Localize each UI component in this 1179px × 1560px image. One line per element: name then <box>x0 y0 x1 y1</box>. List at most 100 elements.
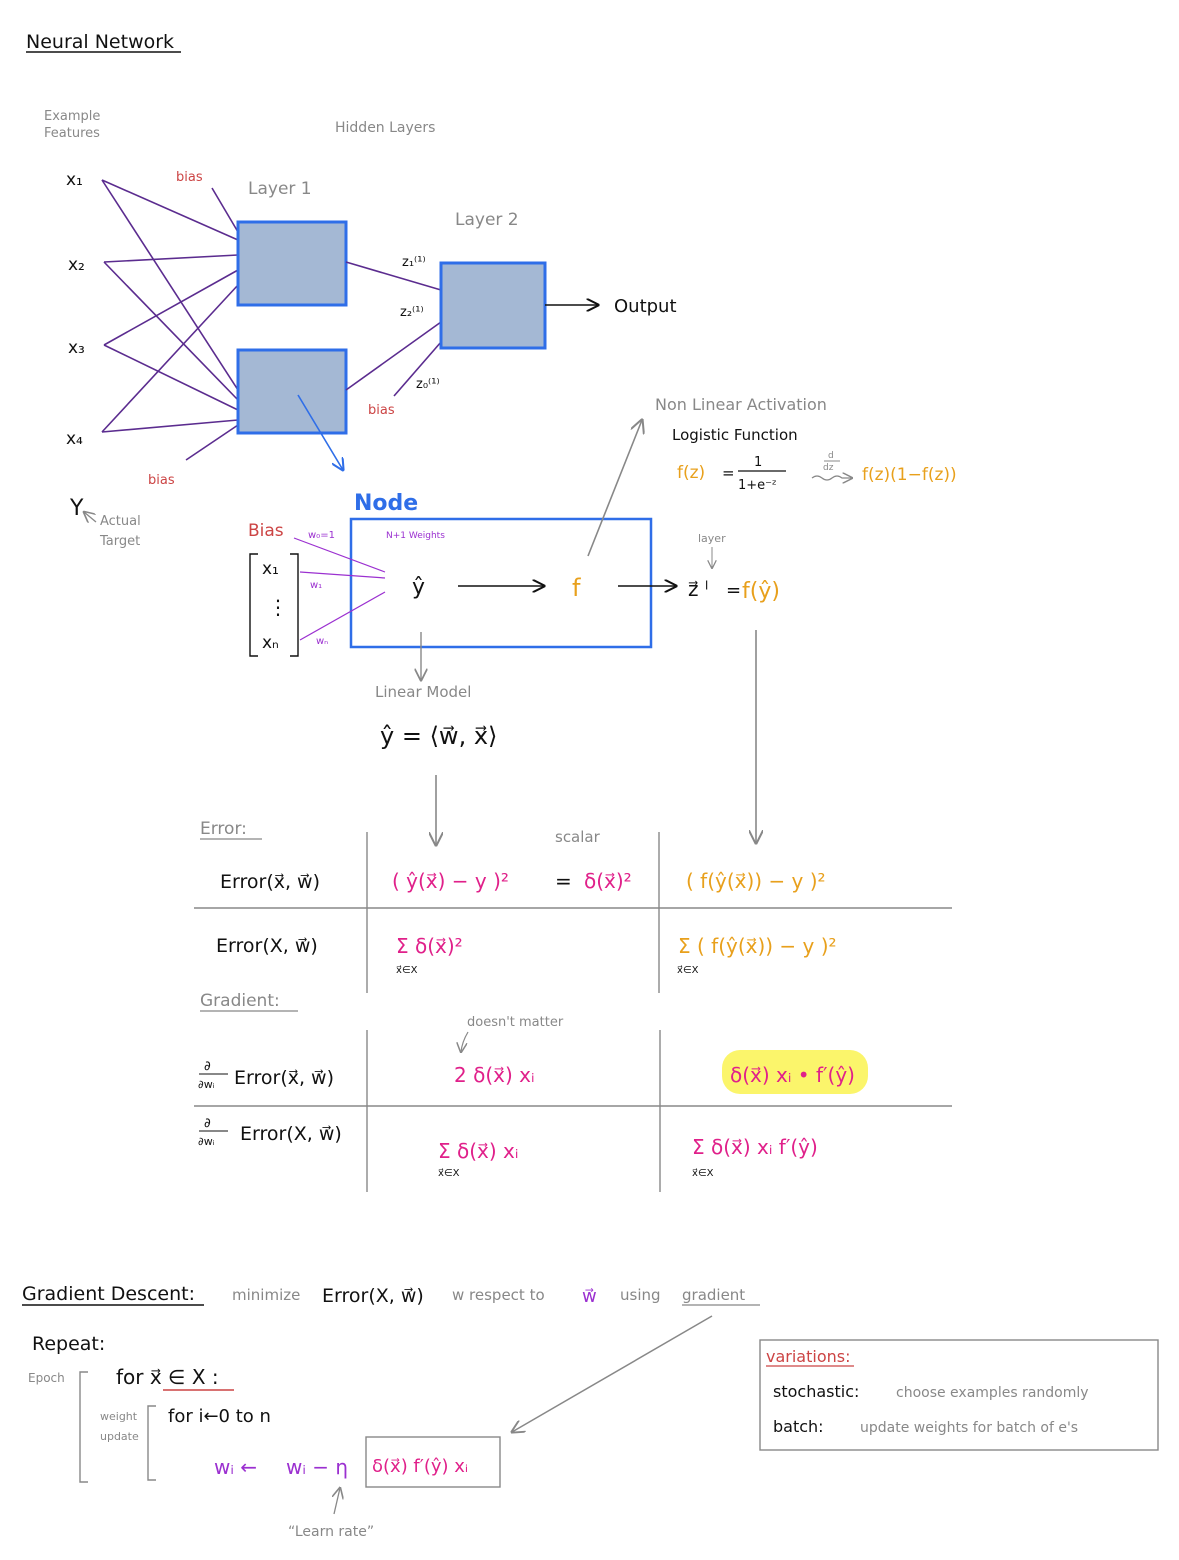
node-weight-edges <box>293 537 386 641</box>
bias-bottom-label: bias <box>148 473 175 488</box>
weight-update-label: weight <box>100 1410 138 1423</box>
features-label: Example <box>44 109 100 124</box>
n1-weights-label: N+1 Weights <box>386 531 445 541</box>
logistic-eq: = <box>722 464 735 482</box>
actual-target-label-2: Target <box>99 534 140 549</box>
grad-row1-partial-den: ∂wᵢ <box>198 1078 215 1091</box>
node-input-x1: x₁ <box>262 559 279 579</box>
error-row1-c1-c: δ(x⃗)² <box>584 869 632 893</box>
grad-row1-partial: ∂ <box>204 1059 211 1074</box>
logistic-den: 1+e⁻ᶻ <box>738 478 777 493</box>
features-label-2: Features <box>44 126 100 141</box>
input-vector-bracket-right <box>290 553 299 657</box>
z0-label: z₀⁽¹⁾ <box>416 377 440 392</box>
descent-desc-e: using <box>620 1286 661 1304</box>
error-row2-c2: Σ ( f(ŷ(x⃗)) − y )² <box>678 934 837 958</box>
batch-text: update weights for batch of e's <box>860 1420 1078 1436</box>
node-input-xn: xₙ <box>262 633 279 653</box>
node-zl: z⃗ ˡ <box>688 577 708 601</box>
update-lhs: wᵢ ← <box>214 1455 257 1479</box>
update-mid: wᵢ − η <box>286 1455 348 1479</box>
hidden-edges <box>345 261 442 397</box>
input-x1: x₁ <box>66 170 83 190</box>
doesnt-matter-arrow <box>461 1031 469 1052</box>
grad-row2-label: Error(X, w⃗) <box>240 1123 342 1145</box>
grad-row1-c2: δ(x⃗) xᵢ • f′(ŷ) <box>730 1063 855 1087</box>
grad-row2-c1: Σ δ(x⃗) xᵢ <box>438 1139 518 1163</box>
descent-desc-b: Error(X, w⃗) <box>322 1285 424 1307</box>
grad-row2-partial: ∂ <box>204 1116 211 1131</box>
node-box <box>349 517 653 649</box>
update-gradient-box <box>365 1436 501 1488</box>
input-x4: x₄ <box>66 429 83 449</box>
z2-label: z₂⁽¹⁾ <box>400 305 424 320</box>
for-x-loop: for x⃗ ∈ X : <box>116 1365 219 1389</box>
error-row1-label: Error(x⃗, w⃗) <box>220 871 320 893</box>
diagram-title: Neural Network <box>26 31 174 53</box>
batch-label: batch: <box>773 1417 824 1436</box>
weight-update-bracket <box>147 1405 156 1481</box>
learn-rate-arrow <box>334 1488 340 1515</box>
hidden-layers-label: Hidden Layers <box>335 120 435 136</box>
error-row2-label: Error(X, w⃗) <box>216 935 318 957</box>
layer1-node-1 <box>236 220 348 307</box>
epoch-label: Epoch <box>28 1371 65 1385</box>
ddz-den: dz <box>823 463 834 473</box>
gradient-heading: Gradient: <box>200 991 280 1011</box>
error-row1-c1-b: = <box>555 869 572 893</box>
linear-model-eq: ŷ = ⟨w⃗, x⃗⟩ <box>380 722 497 750</box>
bias-l2-label: bias <box>368 403 395 418</box>
layer2-node <box>439 261 547 350</box>
gradient-to-box-arrow <box>512 1315 713 1432</box>
f-to-activation-arrow <box>587 420 642 557</box>
weight-update-label-2: update <box>100 1430 139 1443</box>
input-vector-bracket-left <box>249 553 258 657</box>
node-bias-label: Bias <box>248 521 284 541</box>
node-yhat: ŷ <box>412 575 425 600</box>
update-box-text: δ(x⃗) f′(ŷ) xᵢ <box>372 1456 468 1477</box>
epoch-bracket <box>79 1371 88 1483</box>
w1-label: w₁ <box>310 580 322 591</box>
node-title: Node <box>354 491 418 516</box>
learn-rate-label: “Learn rate” <box>288 1524 374 1540</box>
logistic-label: Logistic Function <box>672 426 798 444</box>
layer1-label: Layer 1 <box>248 179 312 199</box>
grad-row1-label: Error(x⃗, w⃗) <box>234 1067 334 1089</box>
grad-row2-partial-den: ∂wᵢ <box>198 1135 215 1148</box>
error-row1-c2: ( f(ŷ(x⃗)) − y )² <box>686 869 826 893</box>
node-zl-eq: = <box>726 580 741 601</box>
input-edges <box>101 179 239 461</box>
grad-row2-c2-sub: x⃗∈X <box>692 1168 714 1179</box>
descent-desc-f: gradient <box>682 1286 745 1304</box>
descent-desc-c: w respect to <box>452 1286 545 1304</box>
stochastic-text: choose examples randomly <box>896 1385 1089 1401</box>
error-heading: Error: <box>200 819 247 839</box>
variations-box <box>759 1339 1159 1451</box>
logistic-derivative: f(z)(1−f(z)) <box>862 465 957 485</box>
descent-desc-d: w⃗ <box>582 1286 597 1307</box>
repeat-label: Repeat: <box>32 1333 105 1355</box>
input-x3: x₃ <box>68 338 85 358</box>
gradient-table-grid <box>194 1030 952 1192</box>
error-row2-c2-sub: x⃗∈X <box>677 965 699 976</box>
activation-title: Non Linear Activation <box>655 395 827 414</box>
node-fyhat: f(ŷ) <box>742 579 780 604</box>
bias-top-label: bias <box>176 170 203 185</box>
stochastic-label: stochastic: <box>773 1382 859 1401</box>
actual-target-label: Actual <box>100 514 141 529</box>
logistic-num: 1 <box>754 455 762 470</box>
for-i-loop: for i←0 to n <box>168 1406 271 1427</box>
error-row2-c1-sub: x⃗∈X <box>396 965 418 976</box>
node-input-dots: ⋮ <box>268 595 288 619</box>
linear-model-label: Linear Model <box>375 683 471 701</box>
error-row2-c1: Σ δ(x⃗)² <box>396 934 463 958</box>
grad-row2-c1-sub: x⃗∈X <box>438 1168 460 1179</box>
descent-title: Gradient Descent: <box>22 1283 195 1305</box>
input-x2: x₂ <box>68 255 85 275</box>
wn-label: wₙ <box>316 636 328 647</box>
w0-label: w₀=1 <box>308 530 335 541</box>
node-f: f <box>572 574 581 602</box>
error-row1-c1-a: ( ŷ(x⃗) − y )² <box>392 869 509 893</box>
zoom-arrow <box>297 394 343 470</box>
